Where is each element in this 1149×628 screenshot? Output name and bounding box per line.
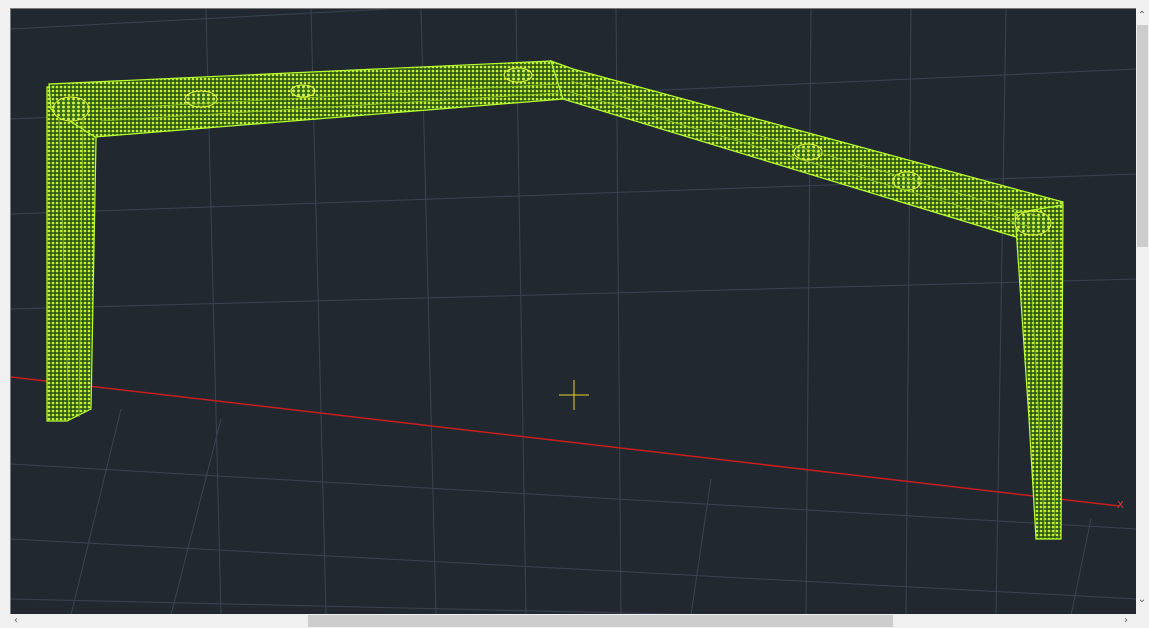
scrollbar-corner (1136, 614, 1149, 628)
scroll-right-arrow-icon[interactable]: › (1124, 615, 1128, 626)
horizontal-scrollbar[interactable]: ‹ › (10, 614, 1136, 628)
crosshair-cursor (559, 380, 589, 410)
vertical-scroll-thumb[interactable] (1137, 25, 1148, 247)
scroll-left-arrow-icon[interactable]: ‹ (14, 615, 18, 626)
horizontal-scroll-thumb[interactable] (308, 615, 893, 627)
vertical-scrollbar[interactable]: ⌃ ⌄ (1136, 8, 1149, 614)
x-axis-label: X (1117, 500, 1124, 511)
scroll-up-arrow-icon[interactable]: ⌃ (1137, 10, 1147, 21)
drawing-canvas[interactable]: X (10, 8, 1137, 615)
x-axis-line (11, 376, 1120, 507)
portal-frame-mesh (46, 60, 1064, 540)
grid-lines (11, 9, 1137, 615)
scroll-down-arrow-icon[interactable]: ⌄ (1137, 594, 1147, 605)
model-view: X (11, 9, 1137, 615)
